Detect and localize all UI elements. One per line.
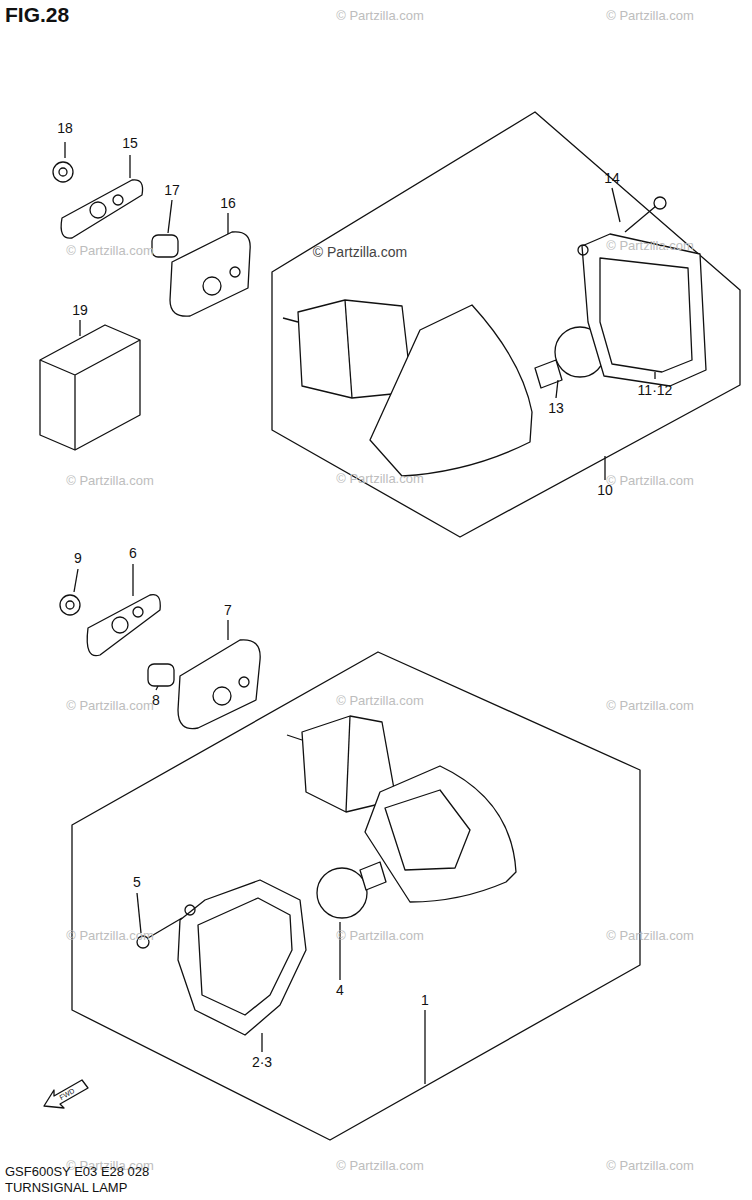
stud-bolt xyxy=(283,318,298,322)
lens-tab xyxy=(185,905,195,915)
collar xyxy=(152,235,178,257)
watermark: © Partzilla.com xyxy=(66,474,154,487)
lens-inner xyxy=(600,258,692,372)
watermark: © Partzilla.com xyxy=(336,929,424,942)
lamp-housing xyxy=(365,766,516,902)
leader-line xyxy=(74,569,78,592)
callout-number: 6 xyxy=(129,546,137,560)
cushion-hole xyxy=(239,677,249,687)
lamp-stalk xyxy=(298,300,412,398)
callout-number: 13 xyxy=(548,401,564,415)
relay xyxy=(40,325,140,450)
callout-number: 7 xyxy=(224,603,232,617)
plate-hole xyxy=(90,202,106,218)
watermark: © Partzilla.com xyxy=(606,929,694,942)
callout-number: 5 xyxy=(133,875,141,889)
callout-number: 17 xyxy=(164,183,180,197)
lens xyxy=(178,880,306,1035)
leader-line xyxy=(132,564,133,596)
cushion-hole xyxy=(203,277,221,295)
callout-number: 14 xyxy=(604,171,620,185)
watermark: © Partzilla.com xyxy=(336,472,424,485)
callout-number: 16 xyxy=(220,196,236,210)
leader-line xyxy=(129,155,130,178)
watermark: © Partzilla.com xyxy=(606,699,694,712)
watermark: © Partzilla.com xyxy=(66,244,154,257)
leader-line xyxy=(64,142,65,158)
callout-number: 19 xyxy=(72,303,88,317)
lens-tab xyxy=(578,245,588,255)
plate xyxy=(87,595,160,656)
leader-line xyxy=(556,380,558,398)
rubber-cushion xyxy=(178,640,260,729)
watermark: © Partzilla.com xyxy=(606,9,694,22)
cushion-hole xyxy=(230,267,240,277)
callout-number: 2·3 xyxy=(252,1055,272,1069)
callout-number: 18 xyxy=(57,121,73,135)
callout-number: 15 xyxy=(122,136,138,150)
figure-title: FIG.28 xyxy=(5,4,69,25)
collar xyxy=(148,664,174,686)
screw-head xyxy=(654,197,666,209)
watermark: © Partzilla.com xyxy=(313,245,407,259)
stud-bolt xyxy=(287,735,302,740)
plate-hole xyxy=(112,617,128,633)
leader-line xyxy=(137,893,141,933)
assembly-outline xyxy=(72,652,640,1140)
leader-line xyxy=(227,620,228,640)
lamp-housing xyxy=(370,305,532,476)
nut-hole xyxy=(59,168,67,176)
cushion-hole xyxy=(213,687,231,705)
watermark: © Partzilla.com xyxy=(606,474,694,487)
leader-line xyxy=(424,1010,425,1084)
nut xyxy=(60,595,80,615)
callout-number: 1 xyxy=(421,993,429,1007)
watermark: © Partzilla.com xyxy=(336,9,424,22)
watermark: © Partzilla.com xyxy=(66,699,154,712)
leader-line xyxy=(79,320,80,336)
leader-line xyxy=(604,456,605,480)
screw xyxy=(625,206,656,232)
callout-number: 9 xyxy=(74,551,82,565)
lens-inner xyxy=(198,898,292,1015)
assembly-outline xyxy=(272,112,740,537)
watermark: © Partzilla.com xyxy=(336,694,424,707)
forward-arrow xyxy=(44,1080,88,1108)
callout-number: 4 xyxy=(336,983,344,997)
watermark: © Partzilla.com xyxy=(66,929,154,942)
watermark: © Partzilla.com xyxy=(606,239,694,252)
nut-hole xyxy=(66,601,74,609)
rubber-cushion xyxy=(170,232,250,316)
caption-text: TURNSIGNAL LAMP xyxy=(5,1181,127,1194)
bulb xyxy=(317,868,367,918)
leader-line xyxy=(654,372,655,379)
leader-line xyxy=(156,686,158,690)
plate-hole xyxy=(113,195,123,205)
leader-line xyxy=(227,213,228,234)
watermark: © Partzilla.com xyxy=(606,1159,694,1172)
housing-socket xyxy=(385,790,470,870)
nut xyxy=(53,162,73,182)
leader-line xyxy=(168,200,172,233)
leader-line xyxy=(261,1033,262,1052)
plate-hole xyxy=(133,607,143,617)
caption-text: GSF600SY E03 E28 028 xyxy=(5,1165,149,1178)
stalk-edge xyxy=(346,716,350,812)
watermark: © Partzilla.com xyxy=(336,1159,424,1172)
relay-edge xyxy=(40,340,140,450)
callout-number: 11·12 xyxy=(638,383,673,397)
plate xyxy=(61,180,142,238)
bulb-base xyxy=(360,862,386,890)
lens xyxy=(582,234,706,386)
leader-line xyxy=(612,188,620,222)
stalk-edge xyxy=(345,300,352,398)
